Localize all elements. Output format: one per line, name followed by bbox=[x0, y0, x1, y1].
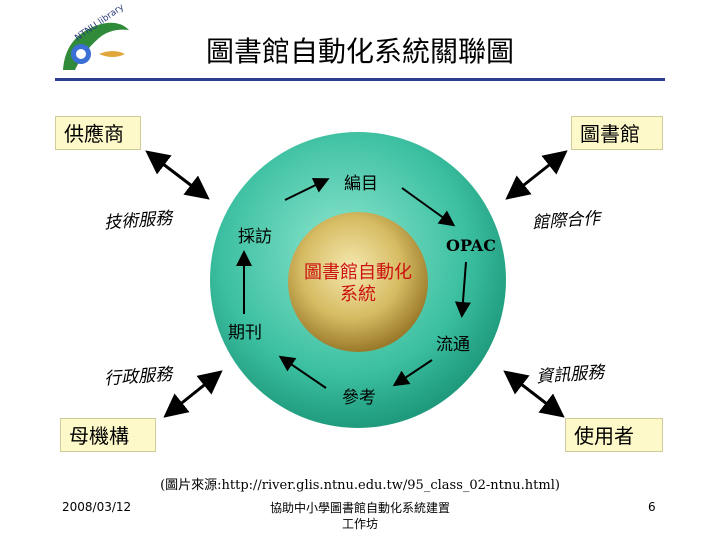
arrow-circulation-to-reference bbox=[392, 359, 433, 387]
arrow-cataloging-to-opac bbox=[401, 187, 456, 227]
image-source-caption: (圖片來源:http://river.glis.ntnu.edu.tw/95_c… bbox=[160, 478, 560, 493]
page-title: 圖書館自動化系統關聯圖 bbox=[205, 35, 514, 68]
users-box: 使用者 bbox=[565, 418, 663, 452]
node-opac: OPAC bbox=[446, 236, 496, 255]
arrow-user-circle bbox=[503, 370, 565, 418]
node-cataloging: 編目 bbox=[344, 174, 378, 194]
node-circulation: 流通 bbox=[436, 335, 470, 355]
library-box: 圖書館 bbox=[571, 116, 663, 150]
administrative-services-label: 行政服務 bbox=[103, 364, 173, 390]
arrow-acquisition-to-cataloging bbox=[284, 178, 330, 201]
arrow-parent-circle bbox=[163, 370, 223, 418]
node-periodicals: 期刊 bbox=[228, 323, 262, 343]
title-rule bbox=[55, 78, 665, 81]
node-reference: 參考 bbox=[342, 388, 376, 408]
technical-services-label: 技術服務 bbox=[103, 208, 173, 234]
page-number: 6 bbox=[648, 500, 656, 514]
center-label-line1: 圖書館自動化 bbox=[304, 262, 412, 283]
center-label: 圖書館自動化 系統 bbox=[288, 262, 428, 306]
footer-date: 2008/03/12 bbox=[62, 500, 132, 514]
footer-title: 協助中小學圖書館自動化系統建置 工作坊 bbox=[250, 500, 470, 532]
center-label-line2: 系統 bbox=[340, 284, 376, 305]
parent-org-box: 母機構 bbox=[60, 418, 156, 452]
information-services-label: 資訊服務 bbox=[535, 362, 605, 388]
node-acquisition: 採訪 bbox=[238, 227, 272, 247]
inner-circle bbox=[288, 212, 428, 352]
supplier-box: 供應商 bbox=[55, 116, 141, 150]
arrow-reference-to-periodicals bbox=[278, 355, 327, 389]
library-logo: NTNU library bbox=[55, 2, 135, 78]
arrow-supplier-circle bbox=[145, 150, 210, 200]
interlibrary-cooperation-label: 館際合作 bbox=[531, 208, 601, 234]
footer-title-line1: 協助中小學圖書館自動化系統建置 bbox=[269, 501, 450, 515]
logo-accent bbox=[99, 51, 125, 57]
arrow-opac-to-circulation bbox=[454, 261, 471, 318]
footer-title-line2: 工作坊 bbox=[341, 517, 378, 531]
arrow-library-circle bbox=[505, 150, 568, 200]
